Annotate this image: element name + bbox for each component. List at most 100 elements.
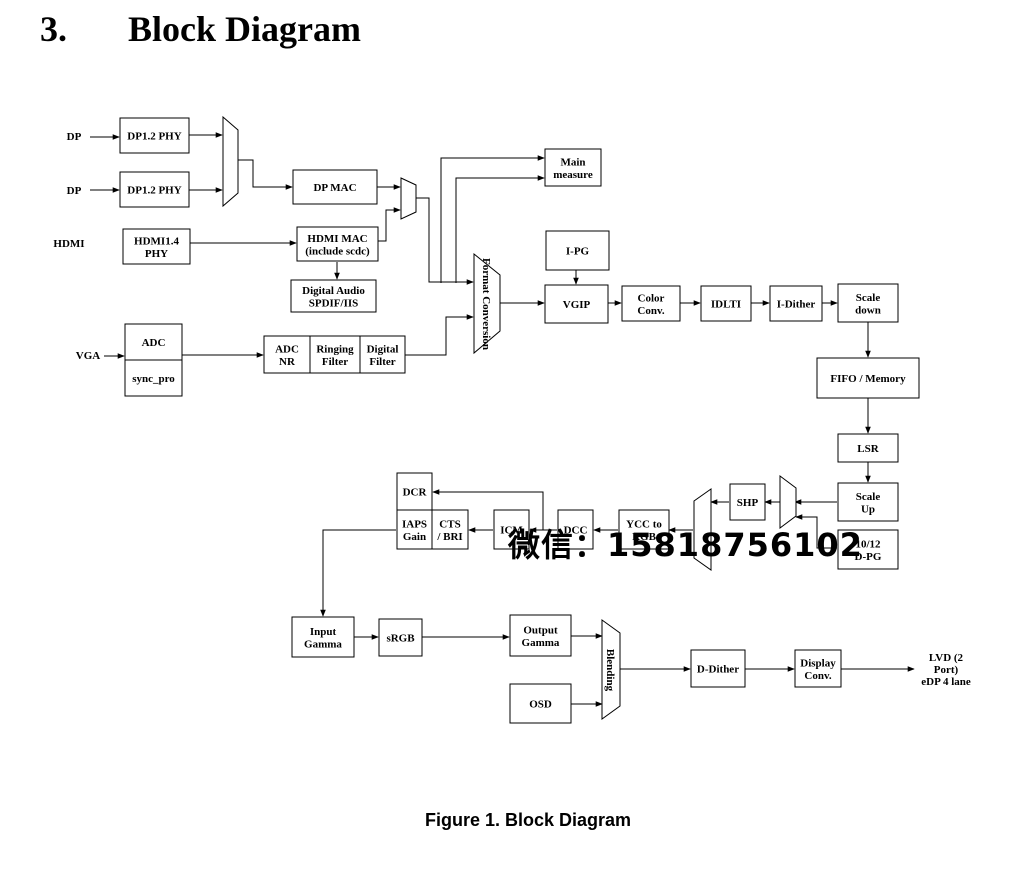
scale-up-block xyxy=(837,482,899,522)
main-measure-block xyxy=(544,148,602,187)
i-dither-block xyxy=(769,285,823,322)
dp-mux xyxy=(222,115,239,208)
hdmi-phy-block xyxy=(122,228,191,265)
scale-down-label: down xyxy=(855,304,881,316)
dp-mac-block xyxy=(292,169,378,205)
dp-phy-1-block xyxy=(119,117,190,154)
output-label: LVD (2 xyxy=(929,652,964,664)
watermark-text: 微信：15818756102 xyxy=(508,526,863,564)
adc-label: ADC xyxy=(142,337,166,349)
dp-phy-2-label: DP1.2 PHY xyxy=(127,185,181,197)
hdmi-mac-block xyxy=(296,226,379,262)
input-dp2-label: DP xyxy=(67,185,82,197)
adc-nr-block xyxy=(263,335,311,374)
main-measure-label: measure xyxy=(553,169,593,181)
hdmi-phy-label: PHY xyxy=(145,248,168,260)
dp-mac-mux xyxy=(400,177,417,220)
adc-nr-label: ADC xyxy=(275,343,299,355)
hdmi-mac-label: HDMI MAC xyxy=(307,233,367,245)
i-pg-block xyxy=(545,230,610,271)
ycc-to-rgb-label: YCC to xyxy=(626,518,662,530)
i-pg-label: I-PG xyxy=(566,246,590,258)
input-gamma-label: Input xyxy=(310,626,337,638)
iaps-gain-block xyxy=(396,509,433,550)
hdmi-mac-label: (include scdc) xyxy=(305,245,370,257)
srgb-block xyxy=(378,618,423,657)
shp-label: SHP xyxy=(737,497,759,509)
icm-block xyxy=(493,509,530,550)
digital-audio-label: Digital Audio xyxy=(302,285,365,297)
vgip-block xyxy=(544,284,609,324)
iaps-gain-label: Gain xyxy=(403,531,426,543)
digital-filter-label: Digital xyxy=(367,343,399,355)
icm-label: ICM xyxy=(500,525,523,537)
digital-filter-label: Filter xyxy=(369,356,395,368)
ringing-filter-label: Ringing xyxy=(316,343,354,355)
scale-down-label: Scale xyxy=(856,292,881,304)
vgip-label: VGIP xyxy=(563,299,591,311)
ringing-filter-label: Filter xyxy=(322,356,348,368)
cts-bri-label: CTS xyxy=(439,518,460,530)
lsr-block xyxy=(837,433,899,463)
d-dither-block xyxy=(690,649,746,688)
format-conversion-label: Format Conversion xyxy=(480,258,492,350)
input-vga-label: VGA xyxy=(76,350,101,362)
sync-pro-label: sync_pro xyxy=(132,373,175,385)
d-pg-block xyxy=(837,529,899,570)
scale-up-label: Up xyxy=(861,503,875,515)
main-measure-label: Main xyxy=(560,156,585,168)
adc-nr-label: NR xyxy=(279,356,296,368)
color-conv-label: Color xyxy=(638,292,665,304)
scale-up-label: Scale xyxy=(856,491,881,503)
display-conv-label: Display xyxy=(800,657,836,669)
dcc-block xyxy=(557,509,594,550)
d-pg-label: 10/12 xyxy=(855,538,881,550)
color-conv-block xyxy=(621,285,681,322)
color-conv-label: Conv. xyxy=(637,305,664,317)
shp-mux xyxy=(779,475,797,529)
input-gamma-block xyxy=(291,616,355,658)
display-conv-label: Conv. xyxy=(804,670,831,682)
dcr-block xyxy=(396,472,433,511)
dcc-label: DCC xyxy=(564,525,588,537)
dp-phy-1-label: DP1.2 PHY xyxy=(127,131,181,143)
i-dither-label: I-Dither xyxy=(777,299,816,311)
osd-block xyxy=(509,683,572,724)
input-dp1-label: DP xyxy=(67,131,82,143)
fifo-memory-block xyxy=(816,357,920,399)
ycc-to-rgb-label: RGB xyxy=(632,531,657,543)
ringing-filter-block xyxy=(309,335,361,374)
display-conv-block xyxy=(794,649,842,688)
iaps-gain-label: IAPS xyxy=(402,518,427,530)
lsr-label: LSR xyxy=(857,443,879,455)
srgb-label: sRGB xyxy=(386,633,415,645)
blending-mux xyxy=(601,619,621,720)
section-number: 3. xyxy=(40,9,67,49)
blending-label: Blending xyxy=(604,649,616,692)
digital-audio-label: SPDIF/IIS xyxy=(309,297,359,309)
output-gamma-block xyxy=(509,614,572,657)
dp-phy-2-block xyxy=(119,171,190,208)
figure-caption: Figure 1. Block Diagram xyxy=(424,810,632,830)
osd-label: OSD xyxy=(529,699,552,711)
idlti-label: IDLTI xyxy=(711,299,741,311)
output-label: Port) xyxy=(934,664,959,676)
section-title: Block Diagram xyxy=(128,9,361,49)
input-gamma-label: Gamma xyxy=(304,638,342,650)
d-dither-label: D-Dither xyxy=(697,664,739,676)
input-hdmi-label: HDMI xyxy=(53,238,84,250)
output-gamma-label: Gamma xyxy=(522,637,560,649)
hdmi-phy-label: HDMI1.4 xyxy=(134,235,179,247)
shp-block xyxy=(729,483,766,521)
ycc-mux xyxy=(693,488,712,571)
d-pg-label: D-PG xyxy=(855,551,882,563)
cts-bri-label: / BRI xyxy=(436,531,462,543)
adc-block xyxy=(124,323,183,361)
cts-bri-block xyxy=(431,509,469,550)
dcr-label: DCR xyxy=(403,487,428,499)
output-gamma-label: Output xyxy=(523,624,558,636)
idlti-block xyxy=(700,285,752,322)
digital-audio-block xyxy=(290,279,377,313)
scale-down-block xyxy=(837,283,899,323)
